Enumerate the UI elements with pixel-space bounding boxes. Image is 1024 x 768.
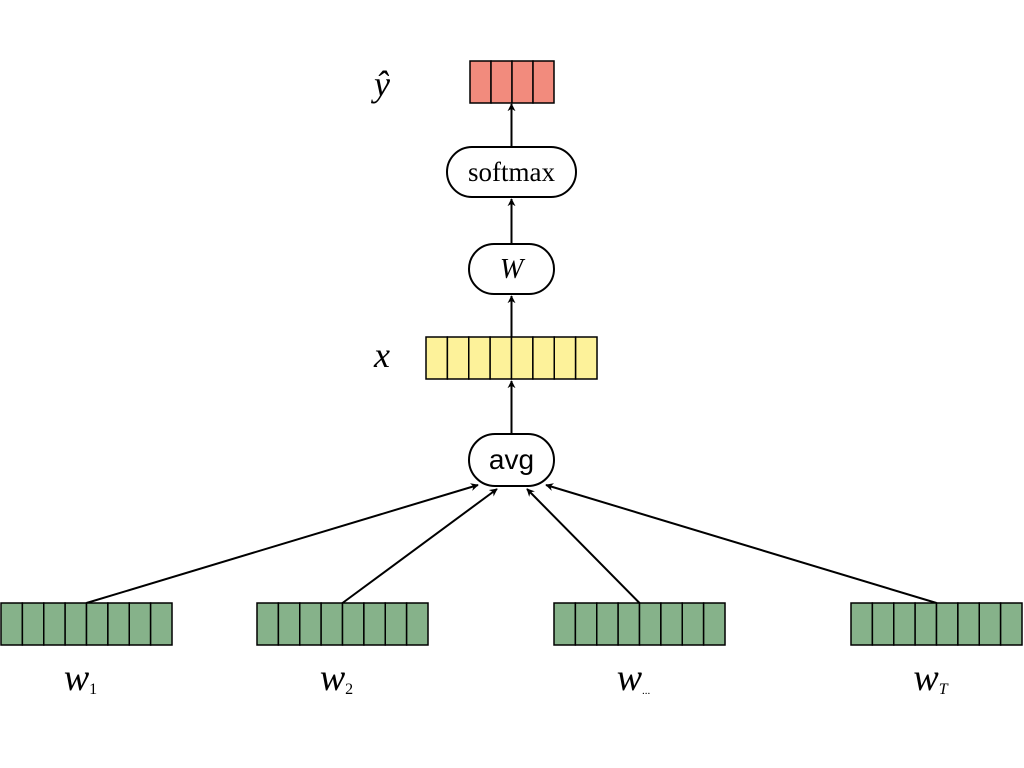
- input-vector-cells-cell: [935, 602, 959, 646]
- input-label-subscript: 2: [345, 681, 353, 698]
- hidden-vector-cell-row: [425, 336, 598, 380]
- input-vector-cells-cell: [21, 602, 45, 646]
- input-label-base: w: [320, 657, 346, 699]
- hidden-vector-cell-row-cell: [446, 336, 470, 380]
- input-vector-cells-cell: [107, 602, 131, 646]
- weight-label: W: [500, 254, 526, 285]
- avg-label: avg: [489, 444, 534, 475]
- input-to-avg-arrow: [526, 488, 641, 604]
- hidden-label: x: [373, 335, 390, 375]
- hidden-vector-cell-row-cell: [553, 336, 577, 380]
- input-vector-cells-cell: [363, 602, 387, 646]
- input-vector-cells-cell: [871, 602, 895, 646]
- input-vector-cells-cell: [85, 602, 109, 646]
- input-vector-cells-cell: [341, 602, 365, 646]
- input-vector-cells-cell: [128, 602, 152, 646]
- input-label: w2: [320, 657, 353, 699]
- avg-node: avg: [468, 433, 555, 487]
- input-vector-cells-cell: [957, 602, 981, 646]
- input-vector-cells: [553, 602, 726, 646]
- output-vector-cells: [469, 60, 555, 104]
- hidden-vector-cell-row-cell: [489, 336, 513, 380]
- input-vector-cells-cell: [405, 602, 429, 646]
- input-vector-cells-cell: [574, 602, 598, 646]
- input-vector-4: wT: [850, 602, 1023, 699]
- output-vector-cell-row-cell: [490, 60, 513, 104]
- input-vector-cells-cell: [299, 602, 322, 646]
- input-vector-cells-cell: [256, 602, 280, 646]
- input-vector-cells: [0, 602, 173, 646]
- input-vector-cells-cell: [320, 602, 344, 646]
- input-vector-cells: [850, 602, 1023, 646]
- input-vector-3: w...: [553, 602, 726, 699]
- hidden-vector: x: [373, 335, 598, 380]
- hidden-vector-cell-row-cell: [468, 336, 491, 380]
- input-vector-cells-cell: [64, 602, 88, 646]
- input-label-subscript: 1: [89, 681, 97, 698]
- input-label: w...: [617, 657, 651, 699]
- weight-node: W: [468, 243, 555, 295]
- input-vector-cells-cell: [702, 602, 726, 646]
- input-vector-cells-cell: [978, 602, 1002, 646]
- output-label: ŷ: [371, 64, 390, 104]
- input-to-avg-arrow: [545, 483, 937, 604]
- output-vector-cell-row-cell: [469, 60, 492, 104]
- input-vector-cells-cell: [638, 602, 662, 646]
- weight-node-box: [468, 243, 555, 295]
- input-vector-cells-cell: [999, 602, 1023, 646]
- input-label-subscript: T: [939, 681, 949, 698]
- input-vector-cells-cell: [893, 602, 916, 646]
- input-vector-cells-cell: [384, 602, 408, 646]
- input-vector-cells: [256, 602, 429, 646]
- input-label-base: w: [913, 657, 939, 699]
- input-to-avg-arrow: [341, 488, 498, 604]
- input-label: w1: [64, 657, 97, 699]
- input-vector-cells-cell: [277, 602, 301, 646]
- hidden-vector-cells: [425, 336, 598, 380]
- softmax-node: softmax: [446, 146, 577, 198]
- input-vector-cells-cell: [660, 602, 684, 646]
- input-vector-cells-cell: [43, 602, 66, 646]
- input-label-base: w: [617, 657, 643, 699]
- input-vector-cells-cell: [596, 602, 619, 646]
- input-vector-cells-cell: [149, 602, 173, 646]
- avg-node-box: [468, 433, 555, 487]
- input-label-base: w: [64, 657, 90, 699]
- input-vector-cells-cell: [850, 602, 874, 646]
- hidden-vector-cell-row-cell: [510, 336, 534, 380]
- output-vector-cell-row-cell: [532, 60, 555, 104]
- input-label: wT: [913, 657, 948, 699]
- input-to-avg-arrow: [86, 483, 479, 604]
- hidden-vector-cell-row-cell: [425, 336, 449, 380]
- output-vector-cell-row-cell: [511, 60, 534, 104]
- input-vector-cells-cell: [553, 602, 577, 646]
- input-vector-cells-cell: [914, 602, 938, 646]
- softmax-node-box: [446, 146, 577, 198]
- hidden-vector-cell-row-cell: [574, 336, 598, 380]
- edges: [86, 103, 937, 604]
- hidden-vector-cell-row-cell: [532, 336, 556, 380]
- softmax-label: softmax: [468, 157, 555, 187]
- output-vector-cell-row: [469, 60, 555, 104]
- input-label-subscript: ...: [642, 685, 651, 697]
- output-vector: ŷ: [371, 60, 555, 104]
- input-vector-1: w1: [0, 602, 173, 699]
- input-vector-cells-cell: [617, 602, 641, 646]
- input-vector-cells-cell: [681, 602, 705, 646]
- input-vector-2: w2: [256, 602, 429, 699]
- input-vector-cells-cell: [0, 602, 24, 646]
